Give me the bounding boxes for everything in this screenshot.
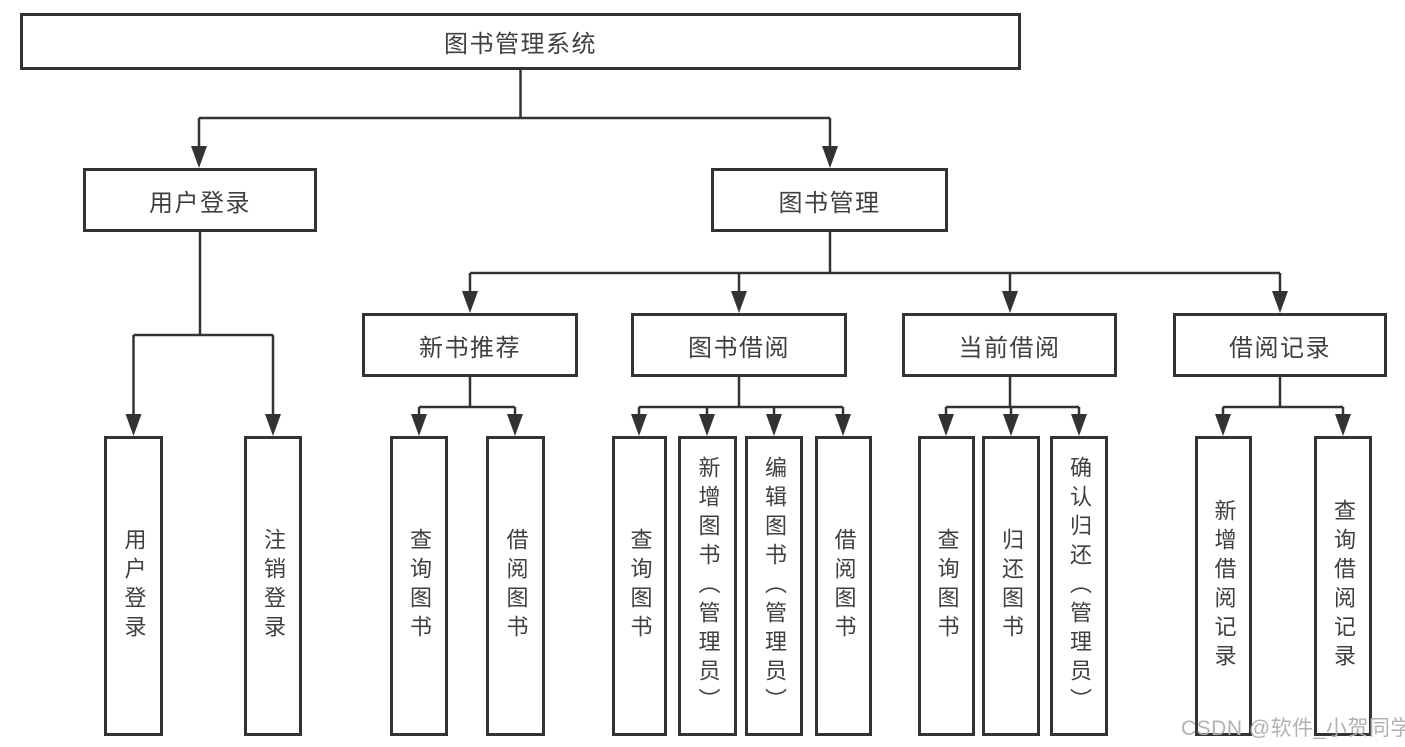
leaf-current-confirm-return: 确认归还（管理员） <box>1050 436 1108 736</box>
node-label: 图书借阅 <box>688 334 790 362</box>
leaf-borrowing-add-books: 新增图书（管理员） <box>678 436 737 736</box>
node-label: 查询图书 <box>407 528 432 644</box>
connector-arrowheads <box>125 146 1351 436</box>
node-label: 新增图书（管理员） <box>695 455 721 717</box>
node-label: 用户登录 <box>121 528 147 644</box>
leaf-borrowing-borrow-books: 借阅图书 <box>815 436 872 736</box>
node-label: 编辑图书（管理员） <box>762 455 787 717</box>
leaf-records-query-record: 查询借阅记录 <box>1314 436 1372 736</box>
leaf-records-add-record: 新增借阅记录 <box>1195 436 1252 736</box>
node-label: 用户登录 <box>149 189 251 217</box>
leaf-recommend-query-books: 查询图书 <box>390 436 448 736</box>
node-label: 新增借阅记录 <box>1211 499 1237 673</box>
node-library-management-system: 图书管理系统 <box>20 13 1021 70</box>
node-label: 查询图书 <box>627 528 653 644</box>
leaf-borrowing-edit-books: 编辑图书（管理员） <box>745 436 803 736</box>
node-label: 图书管理系统 <box>444 31 597 58</box>
node-new-book-recommend: 新书推荐 <box>362 313 578 377</box>
node-label: 新书推荐 <box>419 334 521 362</box>
leaf-logout: 注销登录 <box>244 436 302 736</box>
leaf-current-return-books: 归还图书 <box>982 436 1040 736</box>
leaf-borrowing-query-books: 查询图书 <box>612 436 667 736</box>
node-label: 借阅图书 <box>503 528 529 644</box>
node-label: 归还图书 <box>999 528 1024 644</box>
node-current-borrowing: 当前借阅 <box>902 313 1117 377</box>
leaf-current-query-books: 查询图书 <box>918 436 975 736</box>
node-label: 注销登录 <box>261 528 286 644</box>
leaf-recommend-borrow-books: 借阅图书 <box>486 436 545 736</box>
node-label: 查询图书 <box>934 528 960 644</box>
connector-lines <box>132 70 1345 416</box>
node-label: 图书管理 <box>778 189 881 217</box>
node-label: 借阅图书 <box>831 528 857 644</box>
leaf-user-login: 用户登录 <box>104 436 163 736</box>
node-user-login: 用户登录 <box>83 168 317 232</box>
node-label: 查询借阅记录 <box>1331 499 1356 673</box>
node-label: 借阅记录 <box>1229 334 1331 362</box>
node-book-borrowing: 图书借阅 <box>631 313 847 377</box>
node-label: 当前借阅 <box>958 334 1061 362</box>
csdn-watermark: CSDN @软件_小贺同学 <box>1181 717 1405 740</box>
node-book-management: 图书管理 <box>711 168 948 232</box>
node-borrowing-records: 借阅记录 <box>1173 313 1387 377</box>
node-label: 确认归还（管理员） <box>1067 455 1092 717</box>
